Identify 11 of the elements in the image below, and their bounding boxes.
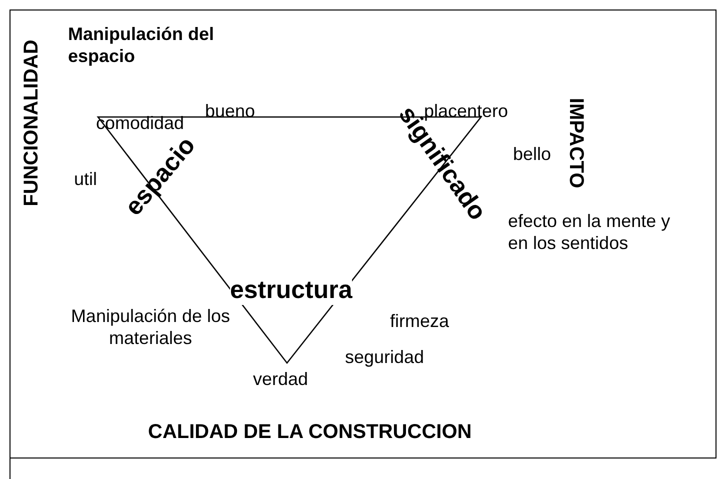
quality-label: bello	[513, 143, 552, 165]
axis-title: FUNCIONALIDAD	[18, 40, 43, 206]
heading: Manipulación del espacio	[68, 23, 216, 67]
quality-label: seguridad	[345, 346, 424, 368]
quality-label: verdad	[253, 368, 308, 390]
note-text: efecto en la mente y en los sentidos	[508, 210, 672, 254]
caption: CALIDAD DE LA CONSTRUCCION	[148, 420, 472, 444]
quality-label: firmeza	[390, 310, 450, 332]
quality-label: util	[74, 168, 98, 190]
axis-title: IMPACTO	[564, 98, 588, 188]
note-text: Manipulación de los materiales	[70, 305, 232, 349]
